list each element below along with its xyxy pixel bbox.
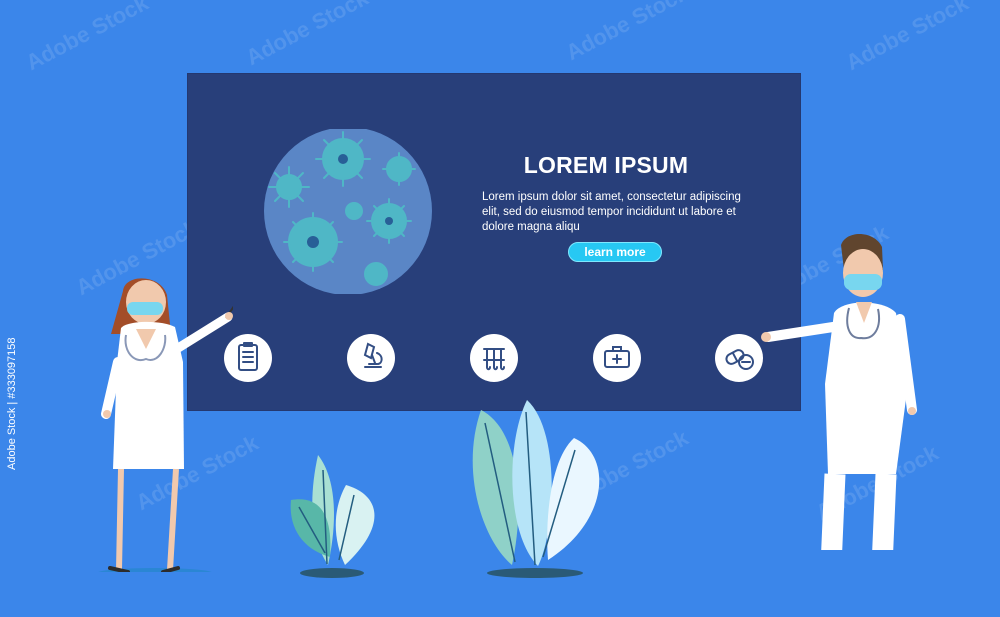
test-tubes-icon <box>470 334 518 382</box>
medical-kit-icon <box>593 334 641 382</box>
pills-icon <box>715 334 763 382</box>
microscope-icon <box>347 334 395 382</box>
clipboard-icon <box>224 334 272 382</box>
male-doctor <box>761 233 917 550</box>
female-doctor <box>98 278 233 572</box>
presentation-board: LOREM IPSUM Lorem ipsum dolor sit amet, … <box>187 73 801 411</box>
virus-details <box>307 154 393 248</box>
virus-illustration <box>264 129 432 294</box>
learn-more-button[interactable]: learn more <box>568 242 662 262</box>
board-body-text: Lorem ipsum dolor sit amet, consectetur … <box>482 191 741 233</box>
virus-spikes <box>268 131 416 272</box>
board-title: LOREM IPSUM <box>523 152 689 178</box>
